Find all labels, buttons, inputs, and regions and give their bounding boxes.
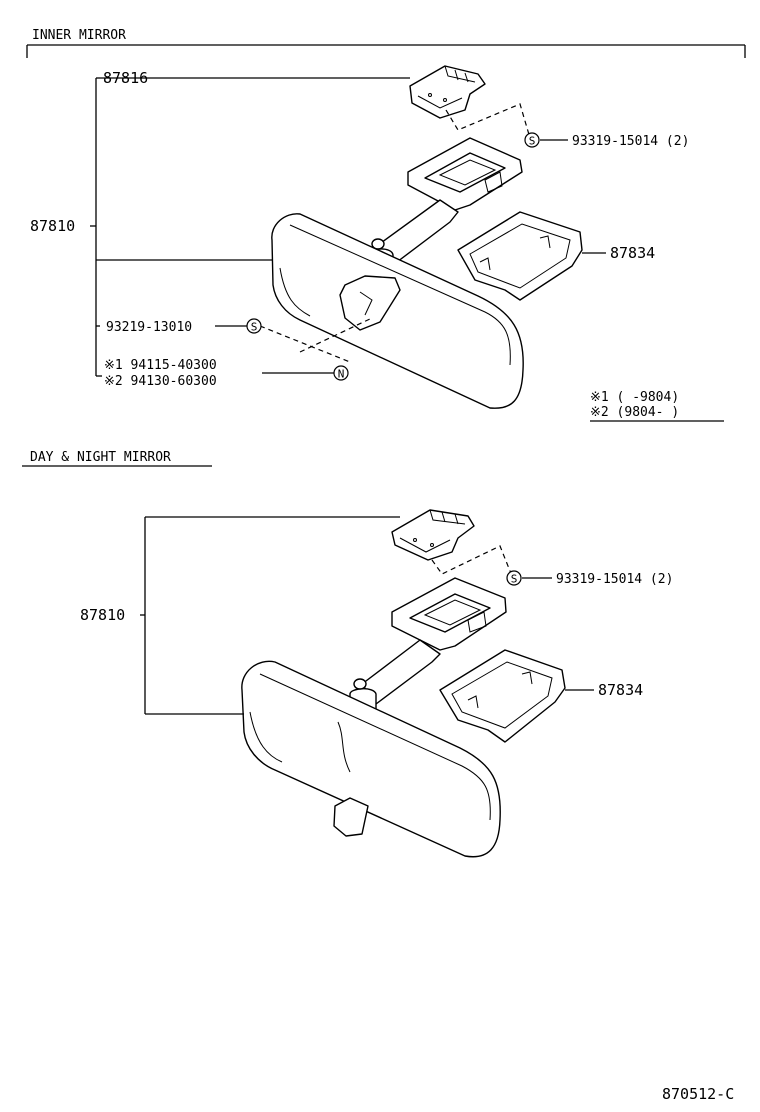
dn-screw-symbol-text: S [511,573,518,586]
inner-dash-screw-mid [259,325,351,363]
label-nut-2: ※2 94130-60300 [104,374,217,389]
dn-cover-87834 [439,649,566,743]
nut-symbol-text: N [338,368,345,381]
day-night-mirror-title: DAY & NIGHT MIRROR [30,450,171,465]
screw-symbol-top [524,132,540,148]
label-screw-top-dn: 93319-15014 (2) [556,572,673,587]
serial-legend: ※1 ( -9804) ※2 (9804- ) [590,390,724,422]
legend-note-1: ※1 ( -9804) [590,390,679,405]
label-nut-1: ※1 94115-40300 [104,358,217,373]
label-87810-inner: 87810 [30,217,75,235]
clip-bracket-87816 [409,65,486,119]
dn-screw-symbol [506,570,522,586]
label-screw-mid: 93219-13010 [106,320,192,335]
inner-mirror-section: INNER MIRROR [26,28,746,422]
label-87834-inner: 87834 [610,244,655,262]
label-87810-dn: 87810 [80,606,125,624]
dn-dash-screw [431,545,513,577]
day-night-mirror-body [241,660,501,858]
inner-dash-screw [445,103,531,139]
screw-symbol-mid [246,318,262,334]
label-87816: 87816 [103,69,148,87]
cover-87834 [457,211,583,301]
legend-note-2: ※2 (9804- ) [590,405,679,420]
day-night-lever [333,797,369,837]
nut-symbol [333,365,349,381]
diagram-code: 870512-C [662,1085,734,1103]
label-screw-top-inner: 93319-15014 (2) [572,134,689,149]
inner-mirror-body [271,213,524,409]
inner-mirror-title: INNER MIRROR [32,28,126,43]
mirror-mount-base [407,137,523,211]
screw-symbol-top-text: S [529,135,536,148]
dn-mirror-mount-base [391,577,507,651]
day-night-mirror-section: DAY & NIGHT MIRROR [22,450,673,858]
screw-symbol-mid-text: S [251,321,258,334]
dn-clip-bracket [391,509,475,561]
label-87834-dn: 87834 [598,681,643,699]
inner-dash-nut [299,317,373,353]
